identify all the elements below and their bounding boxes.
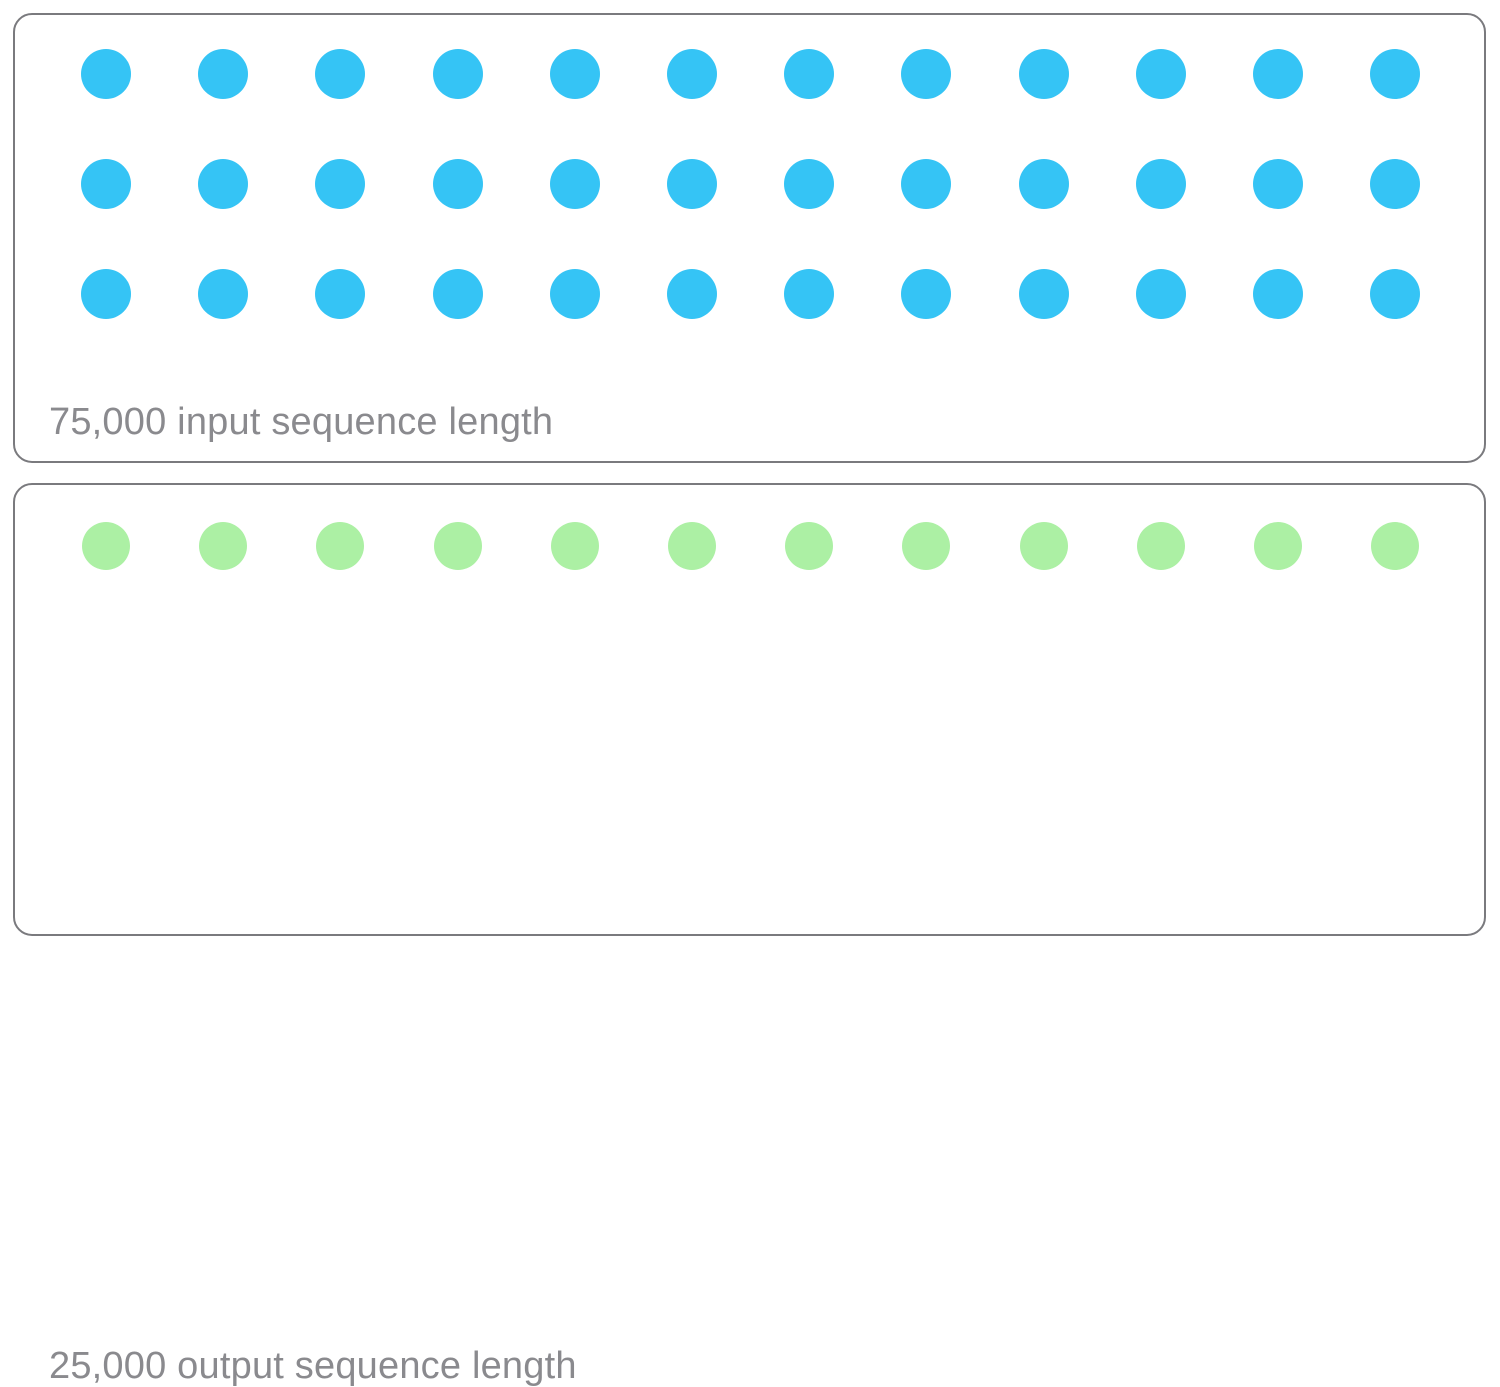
input-token-dot [198,49,249,99]
output-token-dot [1254,522,1302,570]
output-token-dot [902,522,951,570]
input-token-dot [667,269,717,319]
input-token-dot [901,49,952,99]
input-sequence-panel: 75,000 input sequence length [13,13,1486,463]
input-token-dot [1253,269,1303,319]
output-sequence-caption: 25,000 output sequence length [49,1345,577,1387]
output-token-dot [316,522,365,570]
input-token-dot [81,159,131,209]
input-token-dot [315,49,366,99]
input-token-dot [1370,269,1421,319]
output-token-dot [1136,522,1185,570]
input-token-dot [784,159,835,209]
input-token-dot [1135,49,1186,99]
input-token-dot [432,49,483,99]
input-token-dot [784,269,835,319]
input-token-dot [1135,269,1186,319]
input-token-dot [432,269,483,319]
input-token-dot [784,49,835,99]
input-token-dot [198,159,249,209]
input-token-dot [432,159,483,209]
input-sequence-caption: 75,000 input sequence length [49,401,554,443]
input-token-dot [1018,269,1069,319]
output-token-dot [785,522,834,570]
input-token-dot [549,49,600,99]
output-token-dot [1019,522,1068,570]
input-token-dot [901,269,952,319]
output-sequence-panel: 25,000 output sequence length [13,483,1486,1385]
input-token-dot [1018,49,1069,99]
input-token-dot [1018,159,1069,209]
output-token-dot [668,522,716,570]
input-token-dot [667,49,717,99]
input-token-dot [901,159,952,209]
sequence-length-diagram: 75,000 input sequence length 25,000 outp… [13,13,1486,1385]
input-token-dot [198,269,249,319]
input-token-dot [1370,49,1421,99]
input-token-dot [667,159,717,209]
input-token-dot [1253,159,1303,209]
input-token-dot [81,49,131,99]
output-token-dot [199,522,248,570]
input-token-dot [315,159,366,209]
input-token-dot [549,159,600,209]
output-token-dot [82,522,130,570]
output-token-dot [550,522,599,570]
input-token-dot [81,269,131,319]
input-token-dot [1135,159,1186,209]
output-token-dot [1371,522,1420,570]
input-token-dot [1370,159,1421,209]
output-token-dot [433,522,482,570]
input-token-dot [1253,49,1303,99]
input-token-dot [315,269,366,319]
input-token-dot [549,269,600,319]
